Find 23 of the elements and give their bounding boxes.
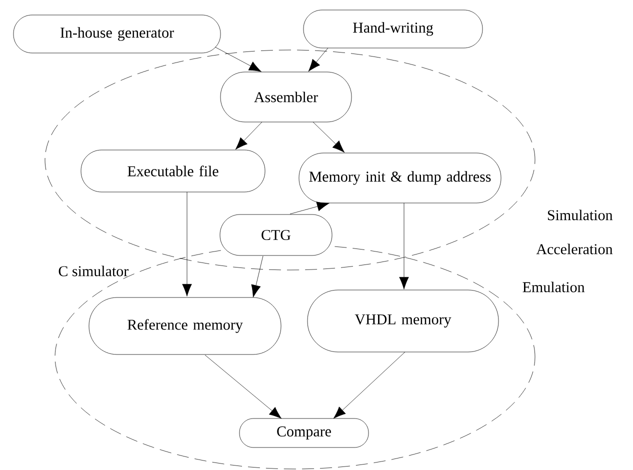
arrow [290, 202, 330, 214]
rounded-box: Assembler [220, 72, 352, 122]
arrow [308, 48, 328, 72]
text-label: C simulator [58, 266, 128, 276]
arrow [399, 202, 409, 290]
arrow [251, 256, 264, 298]
rounded-box: VHDL memory [307, 290, 499, 352]
arrow [333, 352, 406, 419]
arrow [235, 122, 262, 150]
rounded-box: Memory init & dump address [298, 152, 502, 204]
rounded-box: CTG [220, 214, 332, 256]
rounded-box: Hand-writing [303, 10, 483, 48]
arrow [204, 354, 282, 419]
arrow [214, 46, 262, 72]
arrow [312, 122, 345, 153]
rounded-box: Compare [239, 418, 369, 448]
text-label: Emulation [522, 282, 585, 292]
rounded-box: In-house generator [13, 14, 221, 54]
rounded-box: Reference memory [88, 297, 282, 355]
text-label: Acceleration [536, 244, 613, 254]
arrow [182, 192, 192, 296]
rounded-box: Executable file [80, 150, 266, 192]
text-label: Simulation [548, 210, 613, 220]
